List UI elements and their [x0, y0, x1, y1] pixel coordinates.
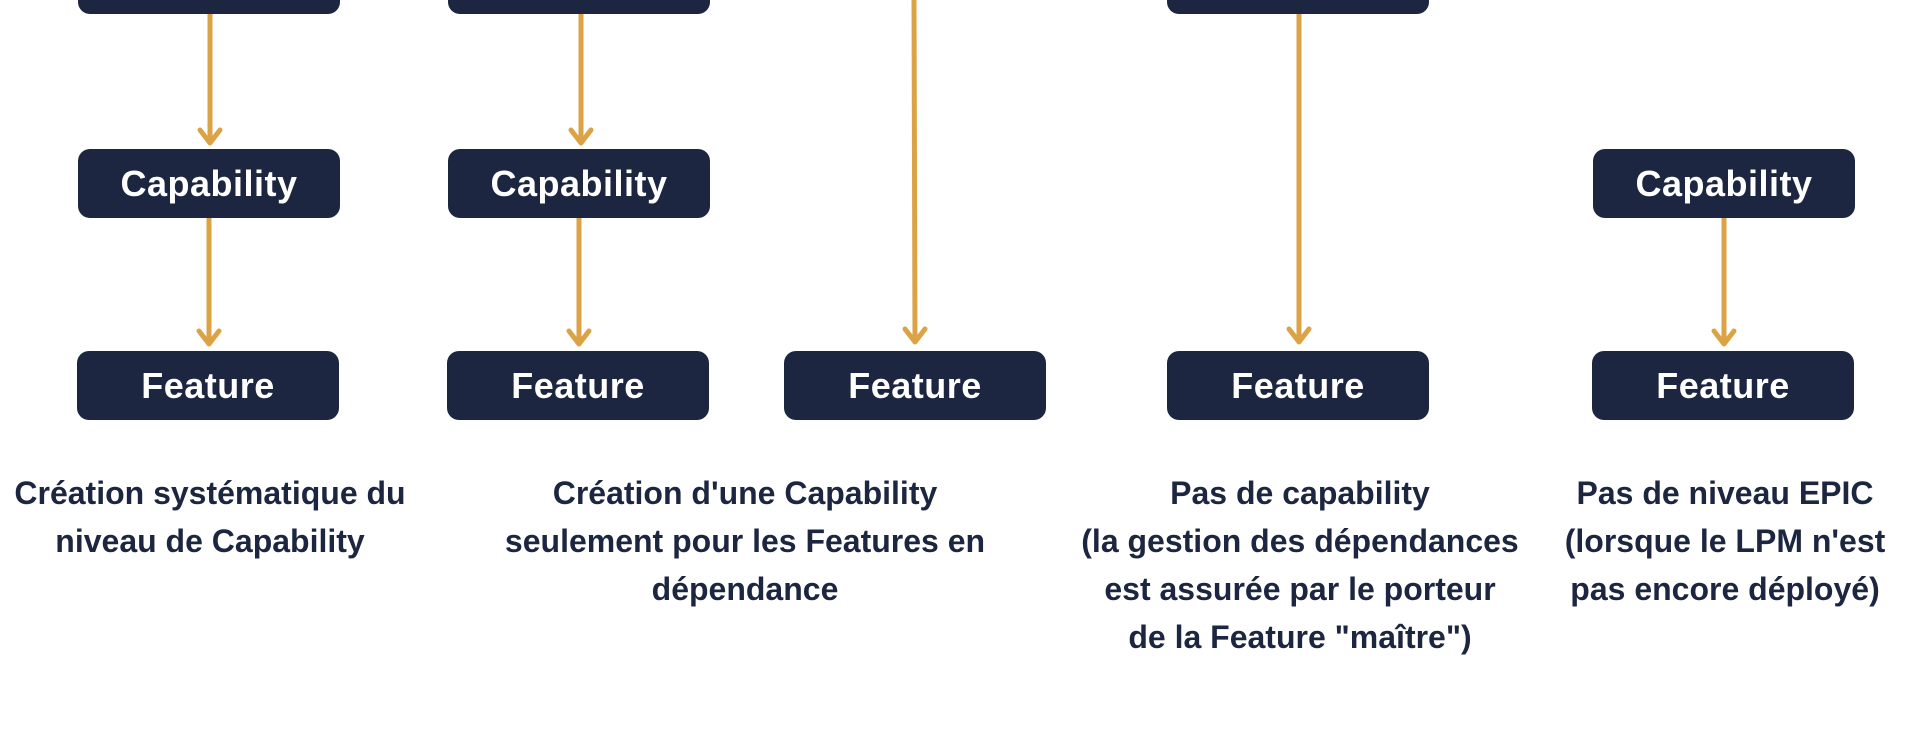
caption-col3: Pas de capability (la gestion des dépend…	[1060, 469, 1540, 661]
caption-col3-line4: de la Feature "maître")	[1128, 619, 1472, 655]
arrowhead-col2-capability-to-feature	[566, 328, 592, 347]
feature-box-col2: Feature	[447, 351, 709, 420]
epic-box-col2	[448, 0, 710, 14]
epic-box-col3	[1167, 0, 1429, 14]
capability-box-col1: Capability	[78, 149, 340, 218]
feature-box-col3: Feature	[1167, 351, 1429, 420]
caption-col4-line1: Pas de niveau EPIC	[1576, 475, 1874, 511]
arrowhead-col2b-to-feature	[902, 326, 928, 345]
caption-col4-line2: (lorsque le LPM n'est	[1564, 523, 1886, 559]
arrowhead-col2-epic-to-capability	[568, 127, 594, 146]
arrowhead-col4-capability-to-feature	[1711, 328, 1737, 347]
caption-col1-line1: Création systématique du	[14, 475, 406, 511]
epic-box-col1	[78, 0, 340, 14]
arrowhead-col1-capability-to-feature	[196, 328, 222, 347]
caption-col2-line3: dépendance	[651, 571, 839, 607]
caption-col1: Création systématique du niveau de Capab…	[0, 469, 420, 565]
feature-box-col1: Feature	[77, 351, 339, 420]
arrowhead-col1-epic-to-capability	[197, 127, 223, 146]
caption-col2-line2: seulement pour les Features en	[504, 523, 986, 559]
arrow-col2b-to-feature	[911, 0, 918, 344]
caption-col2-line1: Création d'une Capability	[552, 475, 938, 511]
caption-col4: Pas de niveau EPIC (lorsque le LPM n'est…	[1550, 469, 1900, 613]
caption-col3-line1: Pas de capability	[1170, 475, 1430, 511]
caption-col3-line2: (la gestion des dépendances	[1081, 523, 1519, 559]
caption-col3-line3: est assurée par le porteur	[1104, 571, 1496, 607]
caption-col2: Création d'une Capability seulement pour…	[490, 469, 1000, 613]
feature-box-col2b: Feature	[784, 351, 1046, 420]
caption-col1-line2: niveau de Capability	[55, 523, 365, 559]
capability-box-col2: Capability	[448, 149, 710, 218]
arrowhead-col3-epic-to-feature	[1286, 326, 1312, 345]
caption-col4-line3: pas encore déployé)	[1570, 571, 1880, 607]
capability-box-col4: Capability	[1593, 149, 1855, 218]
feature-box-col4: Feature	[1592, 351, 1854, 420]
